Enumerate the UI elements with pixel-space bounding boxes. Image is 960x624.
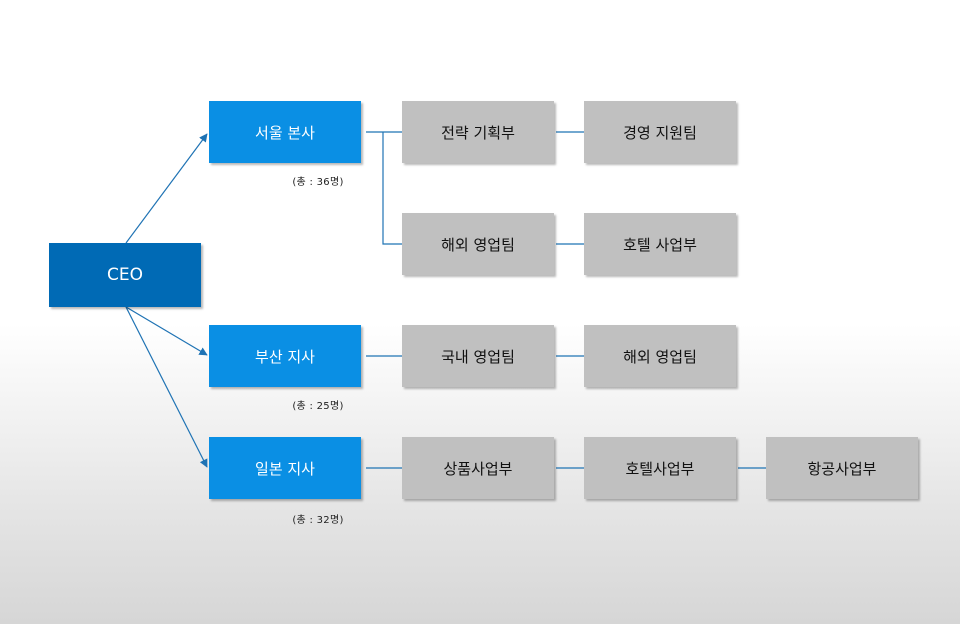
dept-domestic-sales: 국내 영업팀 <box>402 325 554 387</box>
dept-hotel-business-japan: 호텔사업부 <box>584 437 736 499</box>
arrow-ceo-to-busan <box>125 306 208 356</box>
dept-overseas-sales-seoul: 해외 영업팀 <box>402 213 554 275</box>
branch-busan: 부산 지사 <box>209 325 361 387</box>
branch-japan-headcount: (총 : 32명) <box>292 515 344 526</box>
branch-seoul-headquarters: 서울 본사 <box>209 101 361 163</box>
dept-strategy-planning: 전략 기획부 <box>402 101 554 163</box>
connector-seoul-overseas <box>382 132 402 245</box>
ceo-node: CEO <box>49 243 201 307</box>
dept-management-support: 경영 지원팀 <box>584 101 736 163</box>
dept-overseas-sales-busan: 해외 영업팀 <box>584 325 736 387</box>
branch-seoul-headcount: (총 : 36명) <box>292 177 344 188</box>
branch-japan: 일본 지사 <box>209 437 361 499</box>
dept-airline-business: 항공사업부 <box>766 437 918 499</box>
branch-busan-headcount: (총 : 25명) <box>292 401 344 412</box>
dept-hotel-business-seoul: 호텔 사업부 <box>584 213 736 275</box>
dept-product-business: 상품사업부 <box>402 437 554 499</box>
arrow-ceo-to-seoul <box>125 133 208 244</box>
arrow-ceo-to-japan <box>125 306 208 468</box>
